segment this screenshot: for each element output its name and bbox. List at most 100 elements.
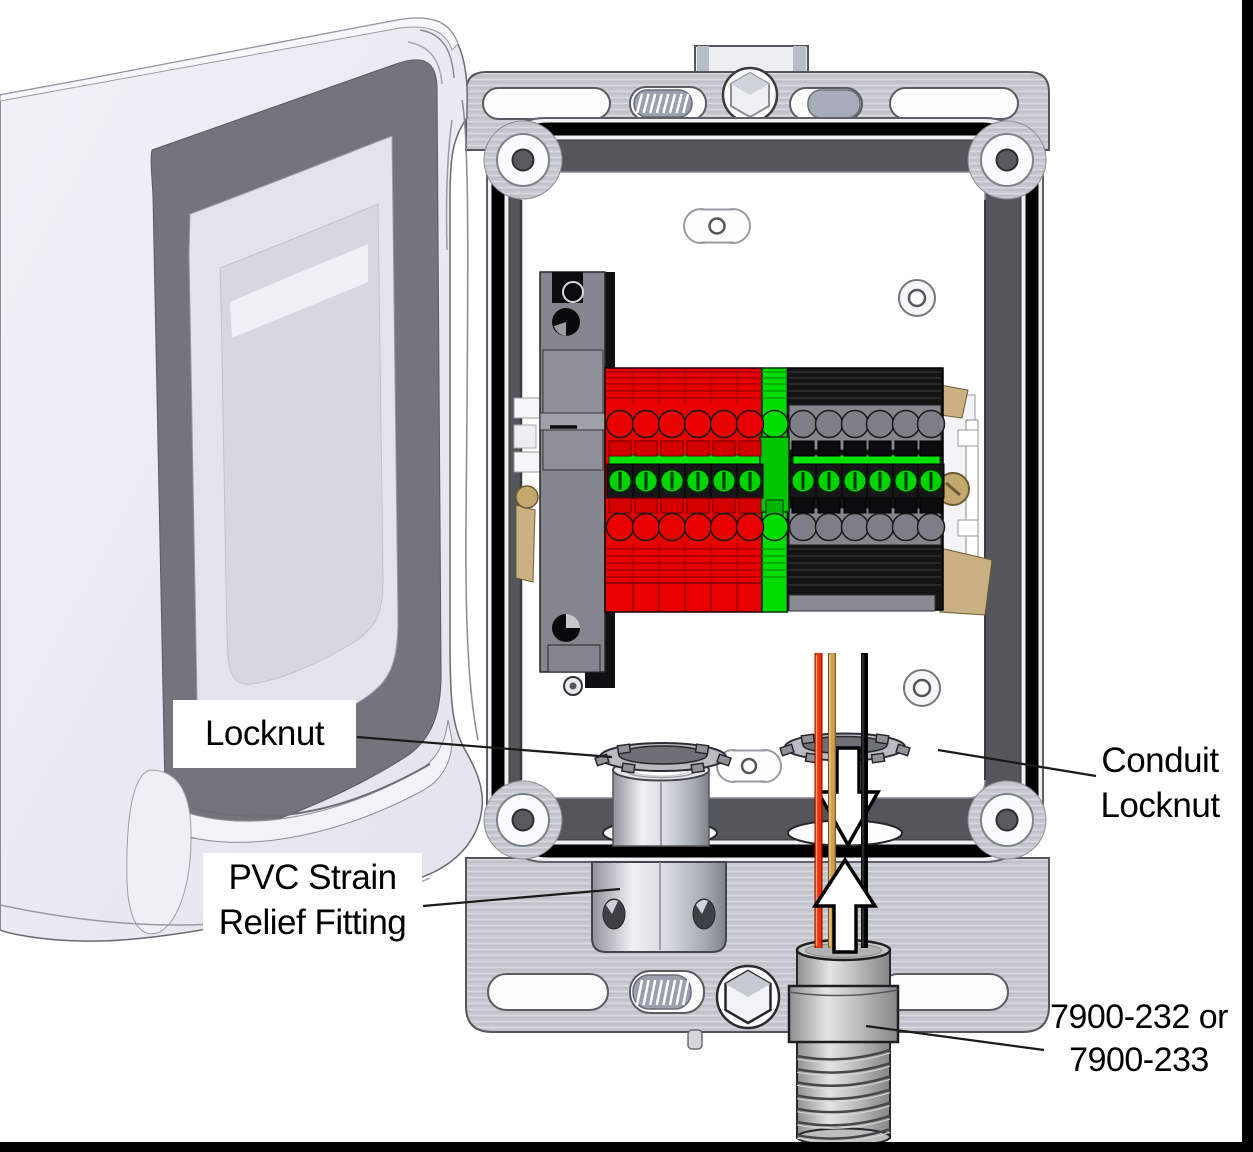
enclosure-lid	[0, 17, 484, 942]
page-edge-right	[1242, 0, 1253, 1152]
terminal-screw-port	[788, 409, 818, 439]
spring-detail	[635, 93, 690, 114]
coil-line	[662, 93, 670, 114]
terminal-castellation	[868, 497, 892, 514]
coil-line	[675, 979, 683, 1006]
gasket	[491, 122, 1039, 858]
terminal-castellation	[686, 440, 710, 457]
locknut-tooth	[800, 733, 816, 745]
corrugation-ring	[796, 1088, 891, 1101]
label-locknut-text: Locknut	[204, 714, 325, 753]
terminal-castellation	[660, 440, 684, 457]
locknut-tooth	[870, 752, 886, 764]
terminal-castellation	[686, 497, 710, 514]
terminal-castellation	[634, 440, 658, 457]
corrugation-ring	[796, 1048, 891, 1061]
corrugation-ring	[796, 1062, 891, 1074]
label-part-number: 7900-232 or 7900-233	[1050, 998, 1228, 1079]
coil-line	[642, 979, 650, 1006]
conduit-corrugations	[796, 1048, 891, 1143]
lid-top-face	[0, 17, 459, 102]
terminal-castellation	[843, 440, 867, 457]
terminal-cells-red	[605, 409, 765, 542]
terminal-castellation	[843, 497, 867, 514]
locknut-tooth	[895, 743, 911, 757]
terminal-castellation	[817, 497, 841, 514]
corrugation-ring	[796, 1075, 891, 1088]
locknut-tooth	[616, 743, 632, 755]
flange-slot	[889, 87, 1019, 120]
terminal-screw-port	[891, 409, 921, 439]
corrugation-ring	[796, 1128, 891, 1140]
terminal-castellation	[894, 440, 918, 457]
terminal-castellation	[919, 440, 943, 457]
terminal-castellation	[608, 440, 632, 457]
terminal-block-assembly	[604, 367, 946, 613]
terminal-screw-port	[631, 512, 661, 542]
screw-boss	[967, 780, 1047, 860]
screw-boss	[483, 120, 563, 200]
locknut-tooth	[874, 733, 890, 745]
coil-line	[635, 93, 644, 114]
page-edge-bottom	[0, 1142, 1253, 1152]
terminal-screw-port	[657, 512, 687, 542]
screw-boss	[483, 780, 563, 860]
terminal-castellation	[712, 440, 736, 457]
terminal-screw-port	[891, 512, 921, 542]
ground-bus	[608, 454, 761, 465]
terminal-castellation	[608, 497, 632, 514]
terminal-castellation	[738, 440, 762, 457]
coil-line	[655, 93, 664, 114]
terminal-cells-black	[788, 409, 946, 542]
leader-lines	[356, 735, 1097, 1052]
coil-line	[668, 93, 677, 114]
label-conduit-locknut: Conduit Locknut	[1100, 741, 1220, 825]
leader-locknut	[356, 735, 613, 759]
leader-conduit-locknut	[937, 748, 1097, 778]
terminal-screw-port	[735, 409, 765, 439]
terminal-screw-port	[683, 409, 713, 439]
terminal-gray-row	[788, 594, 936, 612]
din-rail-right-end	[936, 384, 993, 616]
flange-slot	[482, 87, 611, 120]
coil-line	[635, 979, 644, 1006]
coil-line	[642, 93, 650, 114]
leader-part-number	[865, 1024, 1045, 1052]
bottom-mounting-flange	[465, 857, 1050, 1050]
terminal-castellation	[817, 440, 841, 457]
terminal-screw-port	[605, 512, 635, 542]
terminal-screw-port	[709, 409, 739, 439]
coil-line	[662, 979, 670, 1006]
terminal-screw-port	[865, 512, 895, 542]
locknut	[594, 742, 732, 774]
terminal-castellation	[738, 497, 762, 514]
coil-line	[675, 93, 683, 114]
hinge-pin	[687, 1029, 703, 1050]
terminal-castellation	[894, 497, 918, 514]
leader-pvc-fitting	[422, 887, 621, 908]
screw-boss	[967, 120, 1047, 200]
terminal-screw-port	[683, 512, 713, 542]
interior-screw-hole	[903, 669, 941, 707]
label-locknut: Locknut	[173, 700, 356, 768]
lid-bottom-lip	[167, 719, 453, 843]
insert-direction-up-arrow-icon	[811, 856, 879, 954]
terminal-castellation	[634, 497, 658, 514]
terminal-screw-port	[840, 512, 870, 542]
terminal-castellation	[660, 497, 684, 514]
terminal-screw-port	[916, 409, 946, 439]
terminal-castellation	[868, 440, 892, 457]
terminal-castellation	[919, 497, 943, 514]
coil-line	[681, 979, 690, 1006]
coil-line	[655, 979, 664, 1006]
locknut-tooth	[779, 743, 795, 757]
terminal-screw-port	[605, 409, 635, 439]
spring-detail	[635, 979, 690, 1006]
lid-side-lip	[126, 769, 192, 935]
coil-line	[648, 93, 657, 114]
label-pvc-strain-relief: PVC Strain Relief Fitting	[203, 853, 422, 947]
corrugation-ring	[796, 1114, 891, 1127]
emboss-detail	[683, 208, 751, 244]
